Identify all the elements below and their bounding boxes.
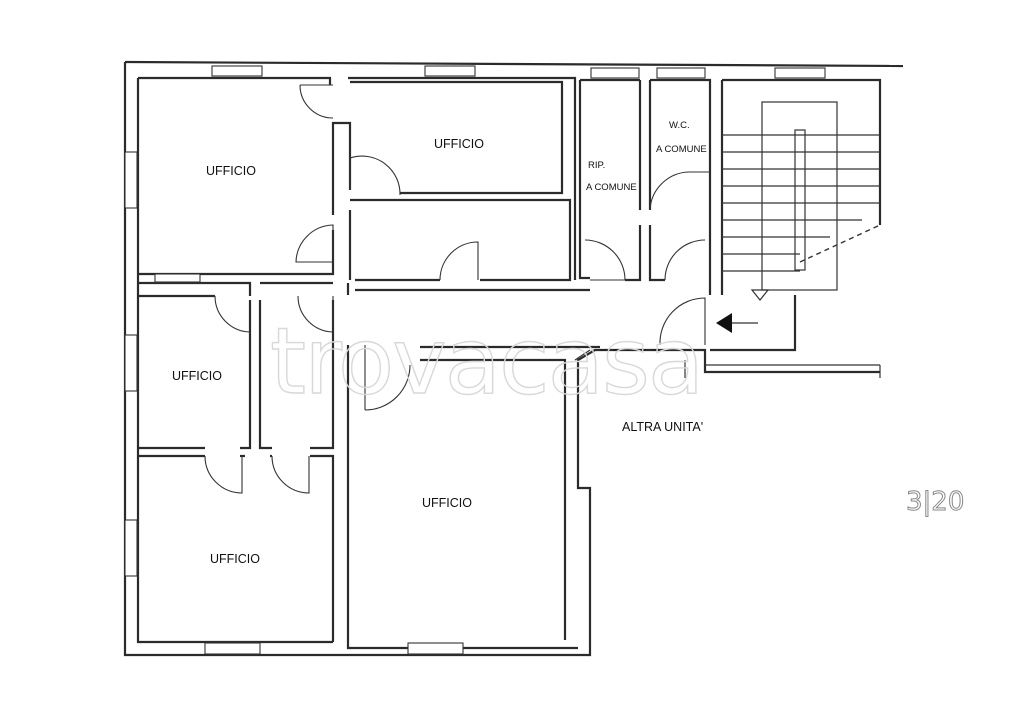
room-label-wc: W.C. xyxy=(669,120,690,131)
room-label-office-large: UFFICIO xyxy=(422,496,472,510)
staircase xyxy=(722,101,881,301)
room-label-office-nw: UFFICIO xyxy=(206,164,256,178)
room-label-office-w: UFFICIO xyxy=(172,369,222,383)
other-unit-label: ALTRA UNITA' xyxy=(622,420,703,434)
other-unit-walls xyxy=(574,349,686,378)
windows xyxy=(124,65,826,655)
watermark-text: trovacasa xyxy=(270,308,702,415)
entrance-arrow xyxy=(716,313,758,333)
room-label-rip: RIP. xyxy=(588,160,605,171)
interior-walls xyxy=(138,78,882,650)
room-label-office-sw: UFFICIO xyxy=(210,552,260,566)
outer-walls xyxy=(123,60,904,657)
room-label-wc-common: A COMUNE xyxy=(656,144,707,155)
room-label-rip-common: A COMUNE xyxy=(586,182,637,193)
handwritten-note: 3|20 xyxy=(906,487,964,517)
room-label-office-n: UFFICIO xyxy=(434,137,484,151)
doors xyxy=(204,84,710,494)
